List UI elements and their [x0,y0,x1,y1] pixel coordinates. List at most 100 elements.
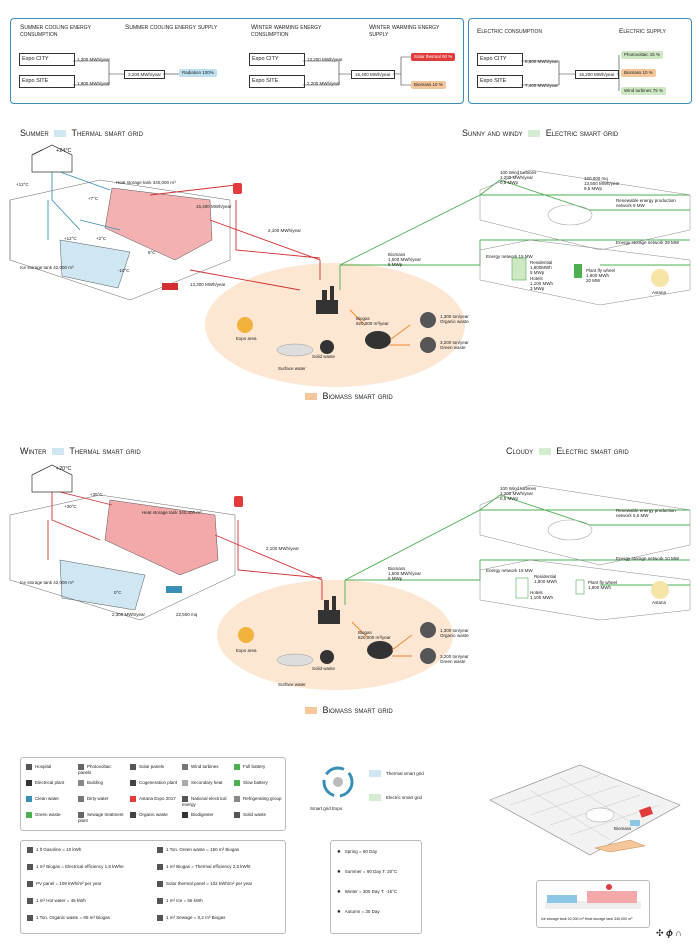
electric-chip-icon [369,794,381,801]
equivalence-icon [157,864,163,870]
summer-temp-top: +24°C [56,148,72,154]
summer-site-value: 1,900 MWh/year [77,81,111,86]
winter-city-value: 13,200 MWh/year [307,57,343,62]
legend-item: Dirty water [78,796,126,802]
legend-item: Green waste [26,812,74,818]
summer-heat-tank: Heat storage tank 340,000 m³ [116,180,176,185]
biomass2-title: Biomass smart grid [302,705,393,715]
equivalence-item: 1 Ton. Green waste = 150 m³ Biogas [157,847,281,853]
legend-item-icon [130,812,136,818]
legend-item-label: Solar panels [139,764,165,770]
summer-temp-left: +12°C [16,182,29,187]
winter-title-b: Thermal smart grid [69,446,141,456]
legend-item-icon [78,780,84,786]
electric-consumption-title: Electric consumption [477,28,543,35]
season-item: ✹Summer = 90 Day T. 20°C [337,869,417,874]
winter-val-2: 2,300 MWh/year [112,612,146,617]
smart-grid-electric: Electric smart grid [386,795,423,800]
equivalence-icon [27,864,33,870]
equivalence-label: Solar thermal panel = 102 kWh/m² per yea… [166,881,253,887]
winter-val-1: 2,100 MWh/year [266,546,300,551]
legend-item: Secondary heat [182,780,230,786]
legend-item-icon [78,764,84,770]
summer-expo-site-label: Expo SITE [19,75,75,88]
cloudy-energy-net-value: 15 MW [518,568,533,573]
legend-item: Building [78,780,126,786]
electric-expo-site-label: Expo SITE [477,75,523,88]
summer-val-1: 15,400 MWh/year [196,204,232,209]
cloudy-wind: 100 Wind turbines 1,200 MWh/year 0,5 MWp [500,486,537,501]
legend-item: Hospital [26,764,74,770]
summer-sum-value: 3,200 MWh/year [124,70,166,79]
legend-item-icon [78,796,84,802]
site-map [489,764,681,856]
legend-item-icon [130,780,136,786]
cloudy-title-a: Cloudy [506,446,534,456]
summer-title-a: Summer [20,128,49,138]
biomass-area-summer [205,263,465,387]
legend-item-icon [78,812,84,818]
equivalence-label: 1 m³ Biogas = Electrical efficiency 1,8 … [36,864,124,870]
sunny-biomass: Biomass 1,500 MWh/year 5 MWp [388,252,422,267]
legend-item-label: Biodigester [191,812,214,818]
equivalence-label: 1 Ton. Green waste = 150 m³ Biogas [166,847,240,853]
season-item: ✹Winter = 300 Day T. -15°C [337,889,417,894]
biomass1-biogas: Biogas 820,000 m³/year [356,316,389,326]
legend-item: Cogeneration plant [130,780,178,786]
sunny-energy-net-value: 15 MW [518,254,533,259]
season-icon: ✹ [337,869,341,874]
biomass-area-winter [217,580,453,690]
legend-item-label: Solid waste [243,812,267,818]
legend-item-label: Secondary heat [191,780,223,786]
sunny-renew-label: Renewable energy production network [616,198,676,208]
legend-item-icon [26,764,32,770]
summer-supply-radiation: Radiation 100% [179,69,217,77]
equivalence-label: 1 m³ Sewage = 0,2 m³ Biogas [166,915,226,921]
cloudy-residential: Residential 1,800 MWh [534,574,558,584]
biomass2-expo-area: Expo area [236,648,257,653]
equivalence-item: Solar thermal panel = 102 kWh/m² per yea… [157,881,281,887]
season-icon: ✹ [337,889,341,894]
summer-val-2: 2,100 MWh/year [268,228,302,233]
season-icon: ✹ [337,909,341,914]
biomass2-green: 3,200 ton/year Green waste [440,654,469,664]
legend-item-label: Electrical plant [35,780,65,786]
summer-expo-city-label: Expo CITY [19,53,75,66]
logo-icon: ✣ ϕ ∩ [656,928,682,938]
equivalence-item: 1 m³ Hot water = 46 kWh [27,898,151,904]
smart-grid-thermal: Thermal smart grid [386,771,424,776]
season-item: ✹Spring = 60 Day [337,849,417,854]
equivalence-item: 1 m³ Sewage = 0,2 m³ Biogas [157,915,281,921]
sunny-energy-net-label: Energy network [486,254,518,259]
biomass1-title-text: Biomass smart grid [322,391,393,401]
equivalence-item: PV panel = 108 kWh/m² per year [27,881,151,887]
winter-diagram [9,464,691,690]
smart-grid-expo: Smart grid Expo Thermal smart grid Elect… [300,760,450,820]
legend-item: National electrical energy [182,796,230,807]
summer-temp-5: 8°C [148,250,156,255]
legend-item-label: Slow battery [243,780,268,786]
sunny-solar: 120,000 mq 13,500 MWh/year 9,5 MWp [584,176,620,191]
sunny-title: Sunny and windy Electric smart grid [462,128,618,138]
equivalence-icon [27,847,33,853]
map-biomass: Biomass [614,826,632,831]
summer-city-value: 1,300 MWh/year [77,57,111,62]
biomass1-title: Biomass smart grid [302,391,393,401]
biomass2-organic: 1,300 ton/year Organic waste [440,628,469,638]
sunny-astana: Astana [652,290,667,295]
winter-supply-title: Winter warming energy supply [369,24,440,38]
legend-item-label: National electrical energy [182,796,227,807]
season-label: Spring = 60 Day [344,849,378,854]
cloudy-astana: Astana [652,600,667,605]
biomass2-surface-water: Surface water [278,682,306,687]
biomass1-expo-area: Expo area [236,336,257,341]
winter-temp-2: +30°C [64,504,77,509]
signature-logo: ✣ ϕ ∩ [656,928,682,939]
electric-summary-box: Electric consumption Electric supply Exp… [468,18,692,104]
legend-item: Electrical plant [26,780,74,786]
legend-item-icon [130,796,136,802]
cloudy-energy-net: Energy network 15 MW [486,568,546,573]
legend-item: Solar panels [130,764,178,770]
sunny-wind: 100 Wind turbines 1,200 MWh/year 0,5 MWp [500,170,537,185]
